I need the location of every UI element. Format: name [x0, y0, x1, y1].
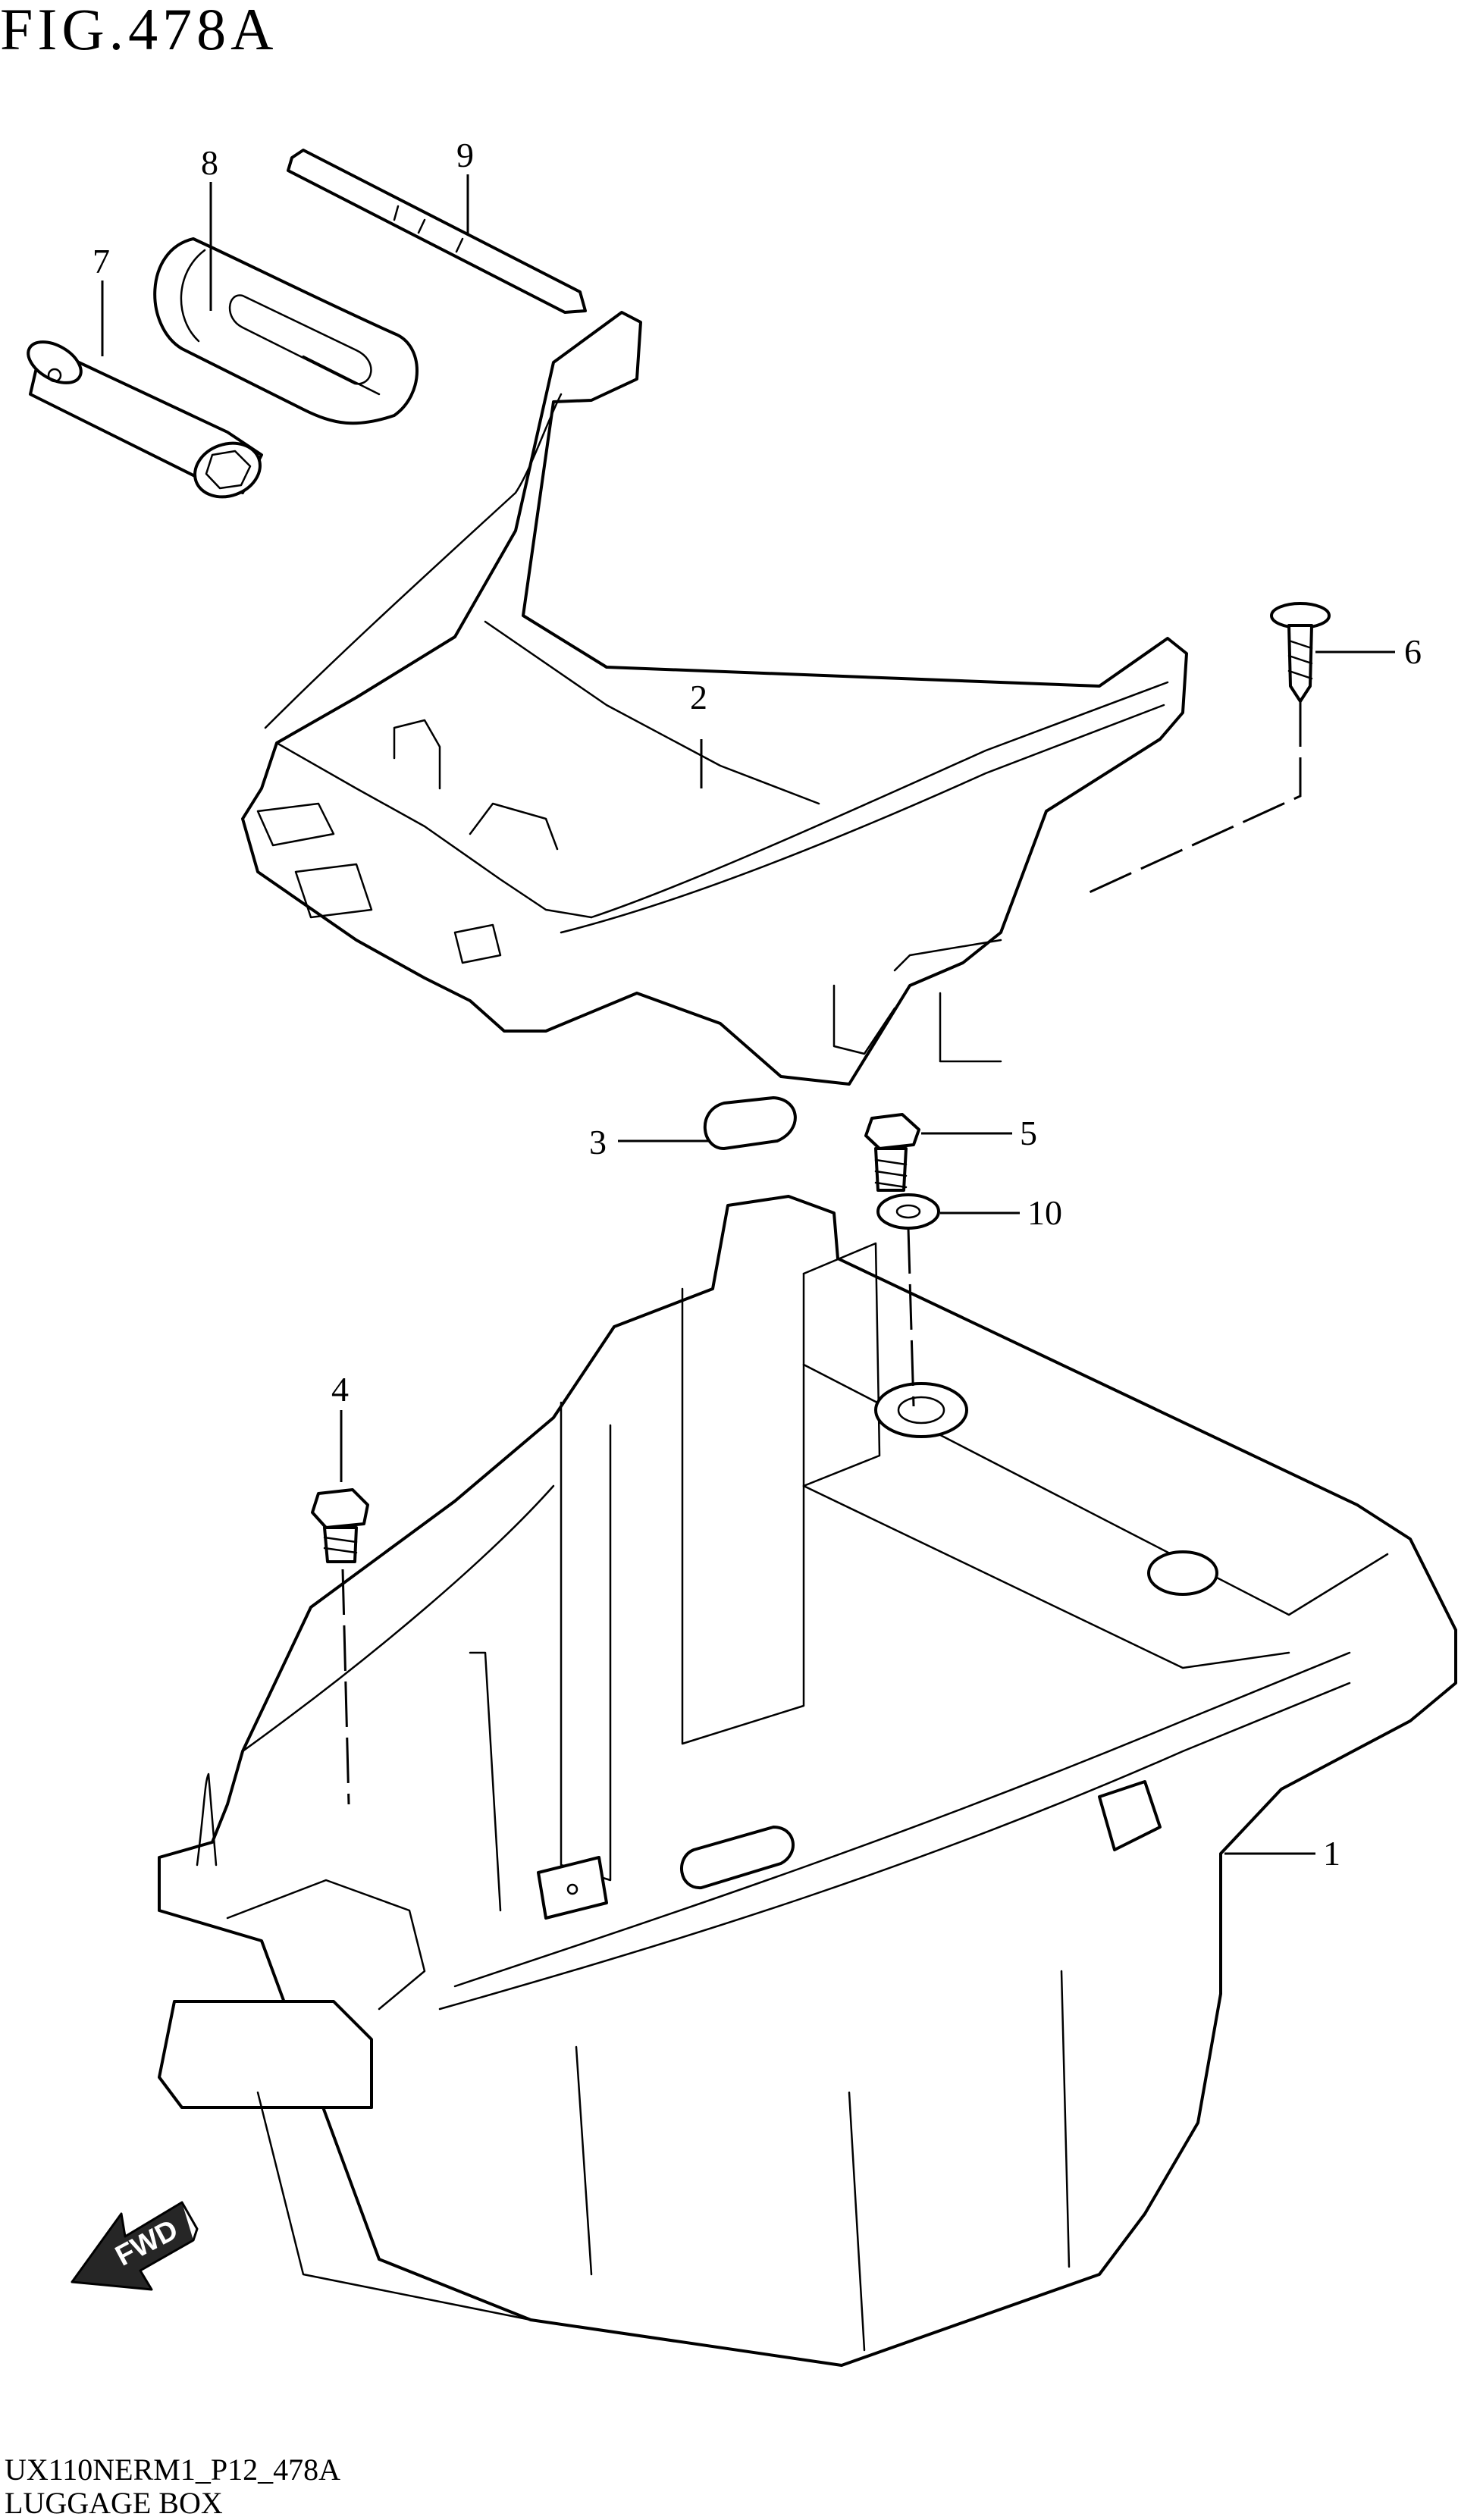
part-1-luggage-box — [158, 1195, 1457, 2367]
part-9-screwdriver-bit — [287, 149, 587, 314]
fwd-arrow-icon: FWD — [71, 2201, 199, 2291]
model-code: UX110NERM1_P12_478A — [5, 2453, 340, 2487]
figure-title: FIG.478A — [0, 0, 278, 62]
callout-4: 4 — [331, 1370, 349, 1409]
part-8-screwdriver-handle — [153, 237, 419, 425]
part-10-washer — [876, 1193, 940, 1230]
callout-9: 9 — [456, 136, 474, 174]
callout-2: 2 — [690, 678, 707, 716]
part-2-tool-tray — [241, 311, 1188, 1086]
callout-8: 8 — [201, 143, 218, 182]
callout-3: 3 — [589, 1123, 607, 1161]
part-4-bolt — [311, 1488, 369, 1563]
part-6-screw — [1270, 602, 1331, 703]
leader-lines — [101, 174, 1395, 1855]
section-name: LUGGAGE BOX — [5, 2486, 223, 2520]
callout-labels: 7 8 9 2 6 3 5 10 4 1 — [92, 136, 1422, 1873]
callout-6: 6 — [1404, 632, 1422, 671]
part-5-bolt — [864, 1113, 920, 1192]
callout-10: 10 — [1027, 1193, 1062, 1232]
part-7-box-wrench — [27, 340, 263, 499]
callout-7: 7 — [92, 242, 110, 281]
callout-1: 1 — [1323, 1834, 1340, 1873]
part-3-cap — [703, 1096, 797, 1150]
callout-5: 5 — [1020, 1114, 1037, 1152]
